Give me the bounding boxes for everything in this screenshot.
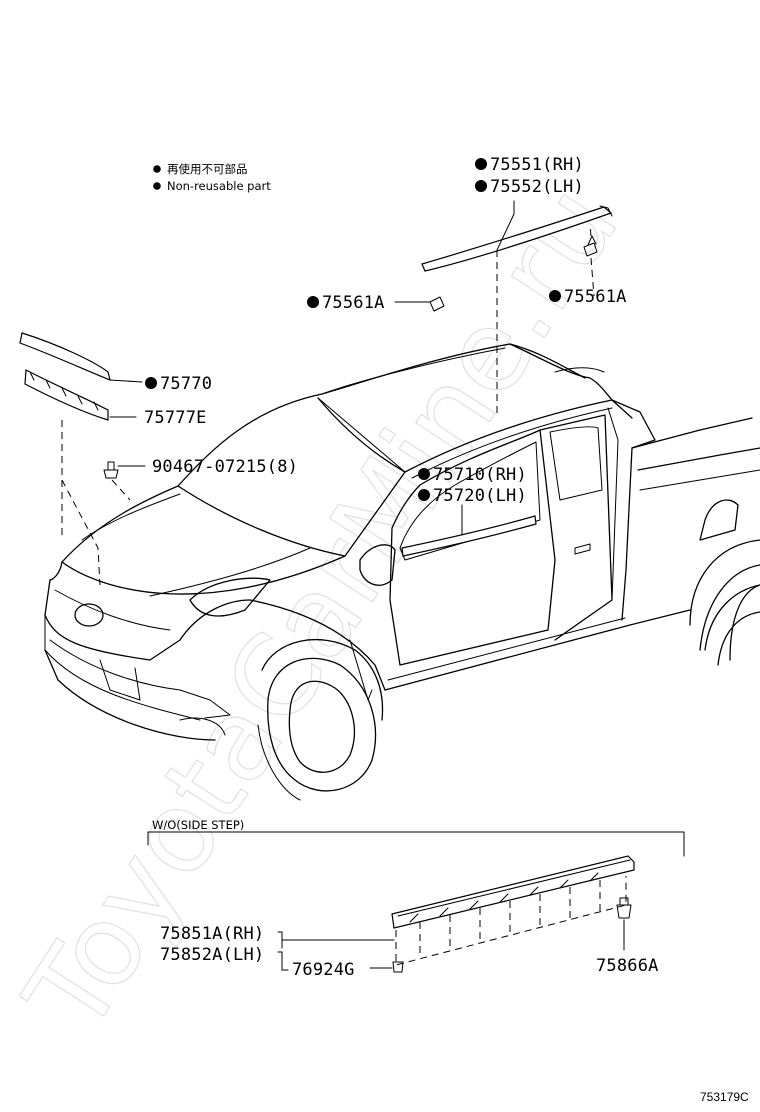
non-reusable-bullet-icon <box>307 296 319 308</box>
condition-label: W/O(SIDE STEP) <box>152 818 244 832</box>
label-hood-retainer: 75777E <box>144 408 207 428</box>
label-rocker-clip: 76924G <box>292 960 355 980</box>
part-labels: 75551(RH) 75552(LH) 75561A 75561A 75770 … <box>144 155 749 1104</box>
non-reusable-bullet-icon <box>475 158 487 170</box>
non-reusable-bullet-icon <box>418 489 430 501</box>
non-reusable-bullet-icon <box>153 182 161 190</box>
legend-label-ja: 再使用不可部品 <box>167 162 248 176</box>
legend: 再使用不可部品 Non-reusable part <box>153 162 271 193</box>
label-rocker-lh: 75852A(LH) <box>160 945 264 965</box>
non-reusable-bullet-icon <box>549 290 561 302</box>
label-hood-clip: 90467-07215(8) <box>152 457 298 477</box>
door-molding-part <box>401 504 537 557</box>
label-roof-rh: 75551(RH) <box>490 155 584 175</box>
diagram-code: 753179C <box>700 1090 749 1104</box>
label-rocker-end-clip: 75866A <box>596 956 659 976</box>
non-reusable-bullet-icon <box>418 468 430 480</box>
legend-label-en: Non-reusable part <box>167 179 271 193</box>
rocker-molding-part <box>147 831 685 973</box>
label-clip-right: 75561A <box>564 287 627 307</box>
roof-molding-part <box>394 200 613 418</box>
non-reusable-bullet-icon <box>153 165 161 173</box>
hood-molding-part <box>19 332 146 586</box>
non-reusable-bullet-icon <box>475 180 487 192</box>
label-clip-left: 75561A <box>322 293 385 313</box>
label-rocker-rh: 75851A(RH) <box>160 924 264 944</box>
label-roof-lh: 75552(LH) <box>490 177 584 197</box>
label-door-lh: 75720(LH) <box>433 486 527 506</box>
truck-illustration <box>44 343 760 801</box>
label-door-rh: 75710(RH) <box>433 465 527 485</box>
label-hood-molding: 75770 <box>160 374 212 394</box>
non-reusable-bullet-icon <box>145 377 157 389</box>
